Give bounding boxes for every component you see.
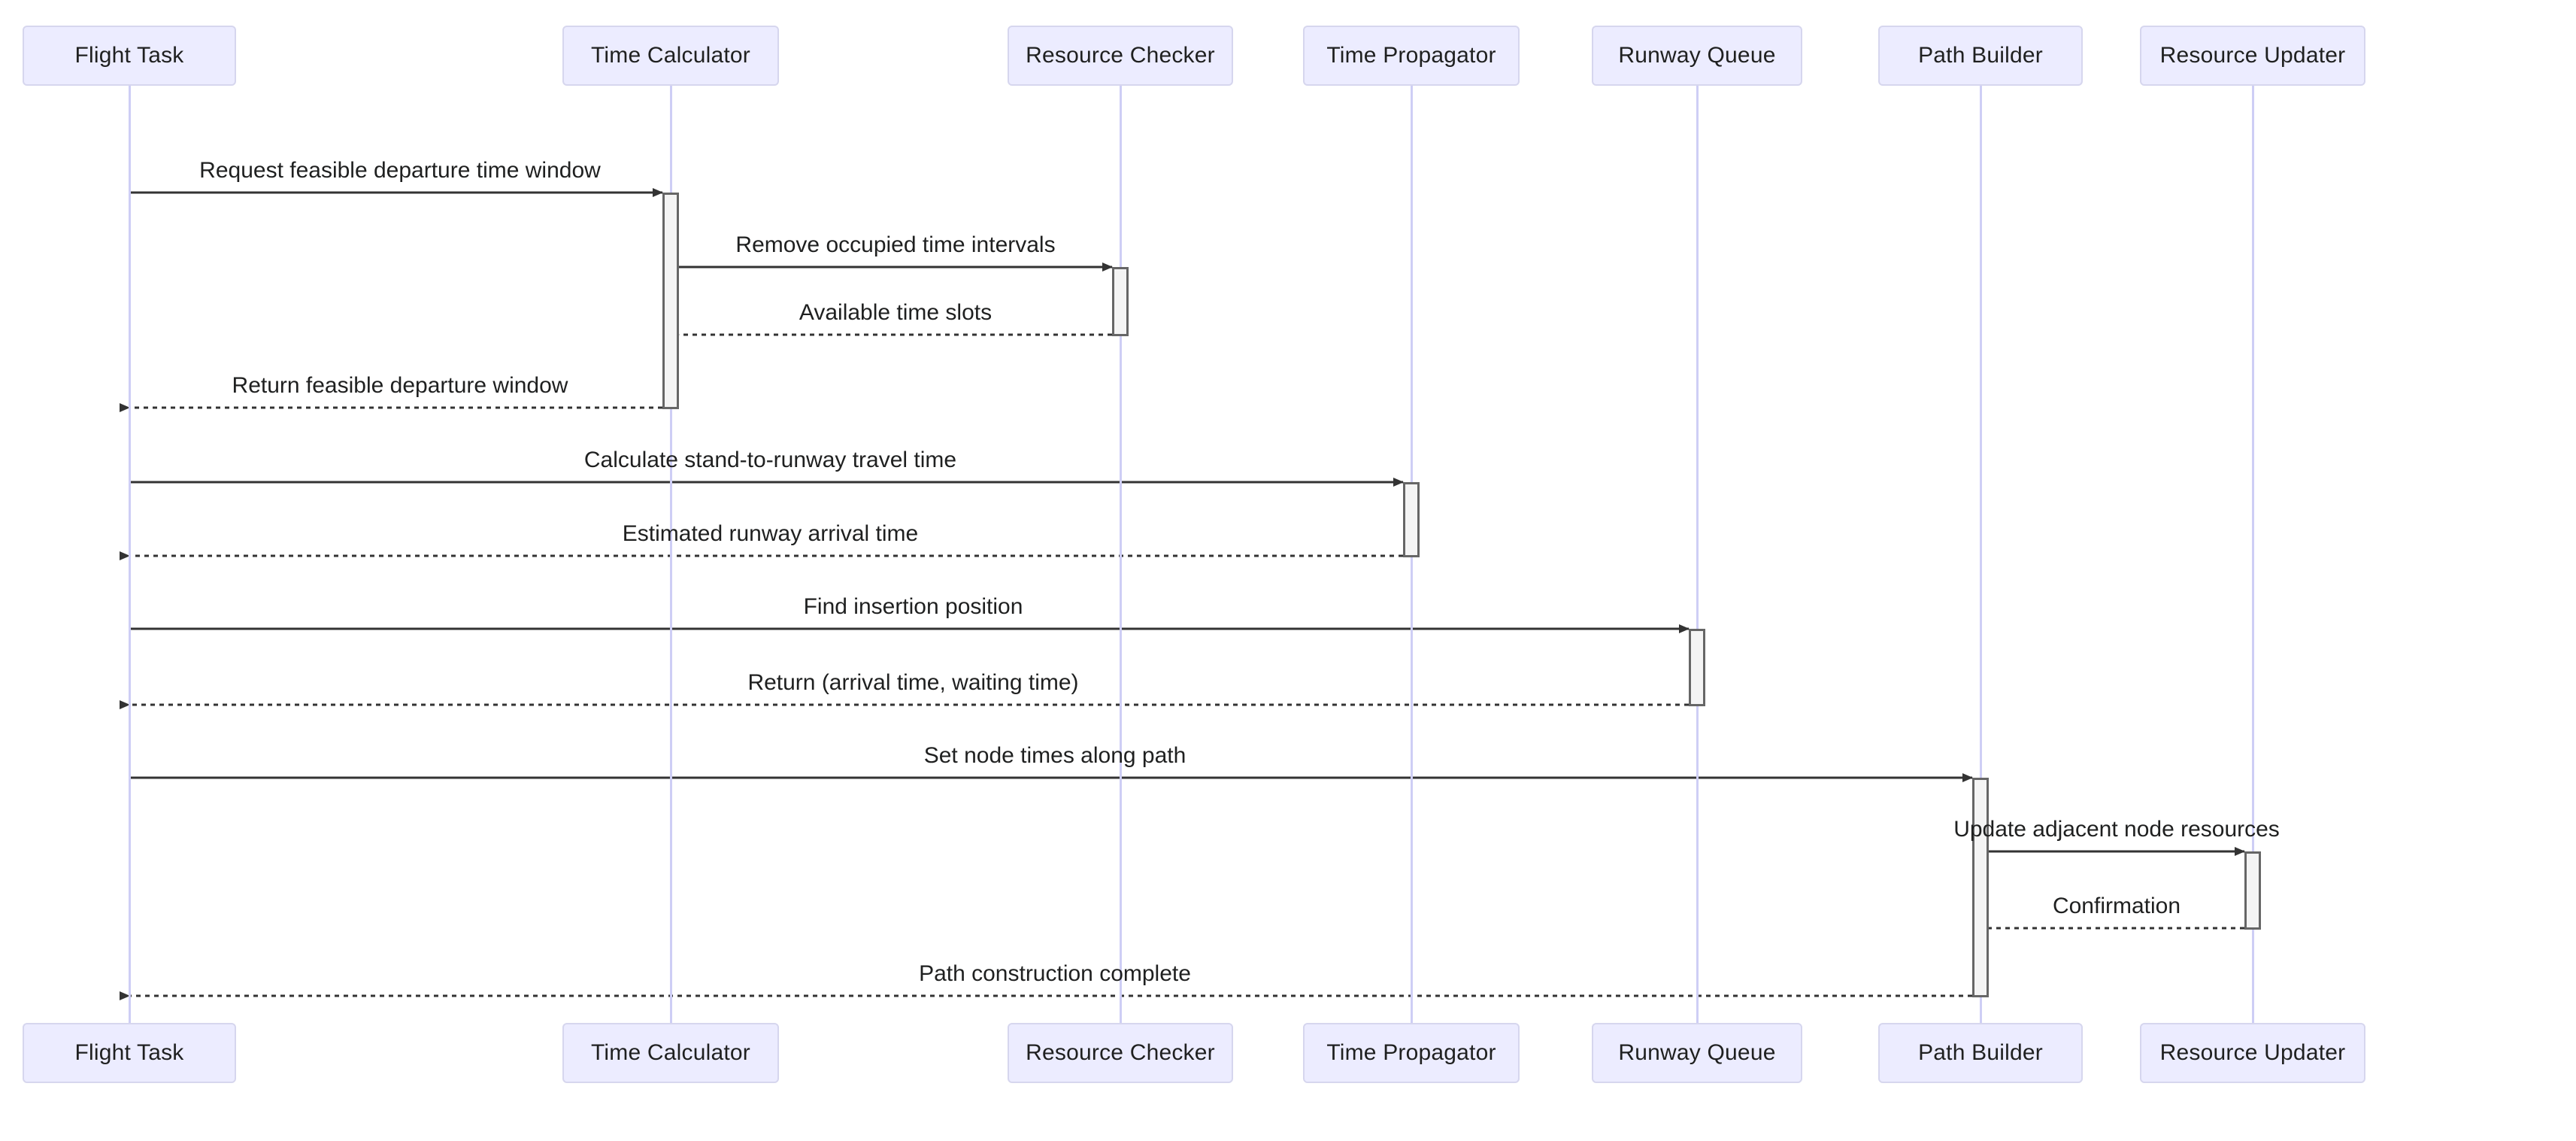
message-label-m2: Remove occupied time intervals <box>735 232 1056 257</box>
participant-label: Resource Updater <box>2159 1040 2346 1065</box>
participant-footer-runway-queue[interactable]: Runway Queue <box>1592 1023 1802 1083</box>
message-label-m11: Confirmation <box>2052 894 2181 918</box>
participant-label: Time Calculator <box>591 1040 750 1065</box>
participant-label: Path Builder <box>1918 1040 2043 1065</box>
lifeline-resource-updater <box>2252 86 2254 1023</box>
message-label-m4: Return feasible departure window <box>232 373 568 398</box>
participant-header-flight-task[interactable]: Flight Task <box>23 26 236 86</box>
activation-bar-path-builder <box>1972 778 1989 997</box>
participant-header-resource-checker[interactable]: Resource Checker <box>1008 26 1233 86</box>
message-label-m1: Request feasible departure time window <box>199 158 601 183</box>
participant-label: Time Propagator <box>1326 43 1496 68</box>
participant-label: Path Builder <box>1918 43 2043 68</box>
message-label-m7: Find insertion position <box>803 594 1023 619</box>
participant-header-time-propagator[interactable]: Time Propagator <box>1303 26 1520 86</box>
message-label-m9: Set node times along path <box>923 743 1186 768</box>
participant-header-resource-updater[interactable]: Resource Updater <box>2140 26 2365 86</box>
lifeline-path-builder <box>1980 86 1982 1023</box>
message-label-m6: Estimated runway arrival time <box>622 521 919 546</box>
activation-bar-resource-checker <box>1112 267 1129 336</box>
message-label-m3: Available time slots <box>799 300 993 325</box>
participant-footer-path-builder[interactable]: Path Builder <box>1878 1023 2083 1083</box>
activation-bar-time-propagator <box>1403 482 1420 557</box>
lifeline-time-calculator <box>670 86 672 1023</box>
participant-footer-flight-task[interactable]: Flight Task <box>23 1023 236 1083</box>
participant-footer-time-calculator[interactable]: Time Calculator <box>562 1023 779 1083</box>
participant-header-path-builder[interactable]: Path Builder <box>1878 26 2083 86</box>
activation-bar-runway-queue <box>1689 629 1705 706</box>
message-label-m12: Path construction complete <box>919 961 1191 986</box>
participant-label: Resource Checker <box>1026 43 1215 68</box>
participant-label: Resource Checker <box>1026 1040 1215 1065</box>
activation-bar-resource-updater <box>2244 851 2261 930</box>
lifeline-flight-task <box>129 86 131 1023</box>
participant-footer-time-propagator[interactable]: Time Propagator <box>1303 1023 1520 1083</box>
message-label-m8: Return (arrival time, waiting time) <box>747 670 1079 695</box>
participant-label: Time Calculator <box>591 43 750 68</box>
message-label-m5: Calculate stand-to-runway travel time <box>583 448 957 472</box>
activation-bar-time-calculator <box>662 193 679 409</box>
participant-label: Runway Queue <box>1618 43 1776 68</box>
participant-footer-resource-updater[interactable]: Resource Updater <box>2140 1023 2365 1083</box>
message-label-m10: Update adjacent node resources <box>1953 817 2280 842</box>
participant-footer-resource-checker[interactable]: Resource Checker <box>1008 1023 1233 1083</box>
participant-label: Flight Task <box>74 43 184 68</box>
participant-header-time-calculator[interactable]: Time Calculator <box>562 26 779 86</box>
lifeline-runway-queue <box>1696 86 1699 1023</box>
participant-label: Flight Task <box>74 1040 184 1065</box>
lifeline-resource-checker <box>1120 86 1122 1023</box>
participant-label: Runway Queue <box>1618 1040 1776 1065</box>
participant-label: Time Propagator <box>1326 1040 1496 1065</box>
participant-label: Resource Updater <box>2159 43 2346 68</box>
participant-header-runway-queue[interactable]: Runway Queue <box>1592 26 1802 86</box>
